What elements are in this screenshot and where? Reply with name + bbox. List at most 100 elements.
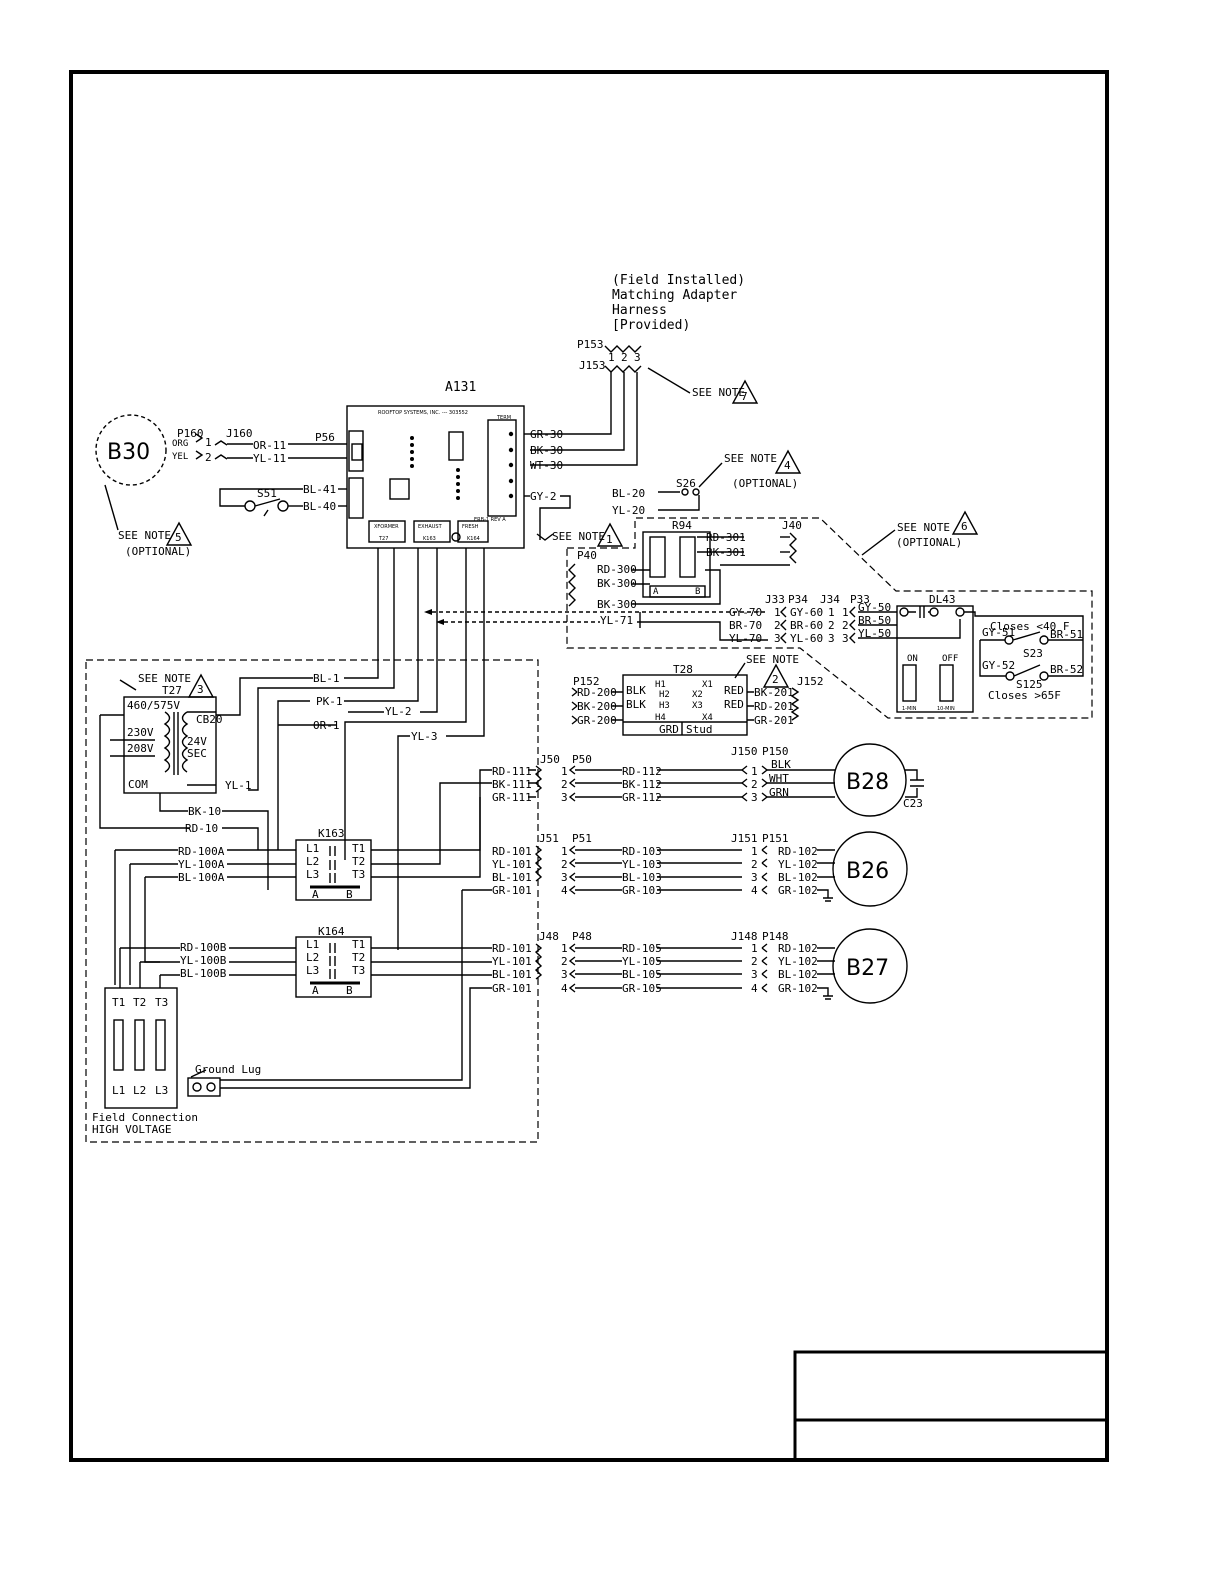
svg-text:1: 1	[842, 606, 849, 619]
svg-text:B: B	[695, 587, 700, 597]
svg-text:BK-300: BK-300	[597, 577, 637, 590]
svg-text:X3: X3	[692, 701, 703, 711]
svg-text:YL-3: YL-3	[411, 730, 438, 743]
svg-text:Ground Lug: Ground Lug	[195, 1063, 261, 1076]
svg-text:K163: K163	[318, 827, 345, 840]
svg-text:BK-112: BK-112	[622, 778, 662, 791]
svg-text:FRESH: FRESH	[462, 524, 479, 530]
svg-text:3: 3	[751, 871, 758, 884]
svg-text:(OPTIONAL): (OPTIONAL)	[896, 536, 962, 549]
svg-text:L2: L2	[306, 855, 319, 868]
svg-text:3: 3	[774, 632, 781, 645]
svg-text:YL-103: YL-103	[622, 858, 662, 871]
svg-text:BK-201: BK-201	[754, 686, 794, 699]
svg-text:GR-101: GR-101	[492, 884, 532, 897]
svg-text:TERM: TERM	[496, 415, 511, 421]
svg-text:3: 3	[561, 871, 568, 884]
svg-text:J148: J148	[731, 930, 758, 943]
k163-contactor: K163 L1 L2 L3 T1 T2 T3 A B	[295, 827, 372, 901]
svg-text:P50: P50	[572, 753, 592, 766]
svg-text:BLK: BLK	[626, 684, 646, 697]
svg-text:1: 1	[561, 765, 568, 778]
svg-text:P48: P48	[572, 930, 592, 943]
svg-text:J33: J33	[765, 593, 785, 606]
b27-motor: B27	[832, 928, 908, 1004]
svg-text:BL-100B: BL-100B	[180, 967, 227, 980]
title-block	[793, 1350, 1107, 1460]
svg-text:A: A	[312, 984, 319, 997]
svg-text:YL-2: YL-2	[385, 705, 412, 718]
svg-text:HIGH VOLTAGE: HIGH VOLTAGE	[92, 1123, 171, 1136]
svg-text:BR-51: BR-51	[1050, 628, 1083, 641]
svg-text:P56: P56	[315, 431, 335, 444]
svg-text:SEE NOTE: SEE NOTE	[692, 386, 745, 399]
svg-text:P150: P150	[762, 745, 789, 758]
svg-text:3: 3	[751, 791, 758, 804]
svg-text:3: 3	[634, 351, 641, 364]
svg-text:L1: L1	[306, 938, 319, 951]
svg-text:S125: S125	[1016, 678, 1043, 691]
a131-right-wires: GR-30 BK-30 WT-30 GY-2 SEE NOTE 1	[524, 428, 624, 547]
t27-transformer: SEE NOTE 3 P160 T27 460/575V 230V 208V C…	[119, 672, 252, 794]
svg-text:K164: K164	[467, 536, 480, 542]
svg-text:SEE NOTE: SEE NOTE	[118, 529, 171, 542]
svg-text:L3: L3	[155, 1084, 168, 1097]
svg-text:OFF: OFF	[942, 654, 958, 664]
svg-text:(Field Installed): (Field Installed)	[612, 273, 745, 288]
svg-text:RD-105: RD-105	[622, 942, 662, 955]
svg-text:J153: J153	[579, 359, 606, 372]
svg-text:GR-101: GR-101	[492, 982, 532, 995]
svg-text:P34: P34	[788, 593, 808, 606]
svg-text:RD-10: RD-10	[185, 822, 218, 835]
svg-text:1: 1	[606, 533, 613, 546]
svg-text:460/575V: 460/575V	[127, 699, 180, 712]
svg-text:2: 2	[772, 673, 779, 686]
board-drop-wires: BL-1 PK-1 OR-1 YL-2 YL-3 BK-10 RD-10	[99, 548, 485, 950]
svg-text:YL-101: YL-101	[492, 955, 532, 968]
svg-text:H2: H2	[659, 690, 670, 700]
svg-text:X1: X1	[702, 680, 713, 690]
svg-text:BK-200: BK-200	[577, 700, 617, 713]
svg-text:GY-70: GY-70	[729, 606, 762, 619]
svg-text:K164: K164	[318, 925, 345, 938]
svg-text:T3: T3	[352, 964, 365, 977]
svg-text:L1: L1	[306, 842, 319, 855]
svg-text:GY-51: GY-51	[982, 626, 1015, 639]
svg-text:1: 1	[205, 436, 212, 449]
svg-text:BL-41: BL-41	[303, 483, 336, 496]
svg-text:XFORMER: XFORMER	[374, 524, 399, 530]
svg-text:P33: P33	[850, 593, 870, 606]
svg-text:A131: A131	[445, 380, 476, 395]
svg-text:T27: T27	[162, 684, 182, 697]
svg-text:BK-111: BK-111	[492, 778, 532, 791]
svg-text:SEE NOTE: SEE NOTE	[724, 452, 777, 465]
svg-text:2: 2	[621, 351, 628, 364]
svg-text:RD-101: RD-101	[492, 845, 532, 858]
svg-text:4: 4	[561, 982, 568, 995]
svg-text:J51: J51	[539, 832, 559, 845]
svg-text:X2: X2	[692, 690, 703, 700]
svg-text:COM: COM	[128, 778, 148, 791]
svg-text:BL-20: BL-20	[612, 487, 645, 500]
svg-text:J48: J48	[539, 930, 559, 943]
svg-text:BR-70: BR-70	[729, 619, 762, 632]
svg-text:7: 7	[741, 390, 748, 403]
svg-text:BL-1: BL-1	[313, 672, 340, 685]
svg-text:PK-1: PK-1	[316, 695, 343, 708]
svg-text:YL-105: YL-105	[622, 955, 662, 968]
svg-text:H4: H4	[655, 713, 666, 723]
svg-text:J151: J151	[731, 832, 758, 845]
svg-text:1: 1	[774, 606, 781, 619]
svg-text:GY-50: GY-50	[858, 601, 891, 614]
svg-text:Matching Adapter: Matching Adapter	[612, 288, 737, 303]
svg-text:3: 3	[561, 968, 568, 981]
svg-text:RD-201: RD-201	[754, 700, 794, 713]
svg-text:C23: C23	[903, 797, 923, 810]
svg-text:1: 1	[828, 606, 835, 619]
svg-text:GR-103: GR-103	[622, 884, 662, 897]
svg-text:T28: T28	[673, 663, 693, 676]
s51-switch: S51 BL-41 BL-40	[219, 483, 347, 517]
f29-fuse-block: T1 T2 T3 L1 L2 L3 Field Connection HIGH …	[92, 987, 198, 1136]
svg-text:4: 4	[751, 884, 758, 897]
svg-text:T3: T3	[352, 868, 365, 881]
